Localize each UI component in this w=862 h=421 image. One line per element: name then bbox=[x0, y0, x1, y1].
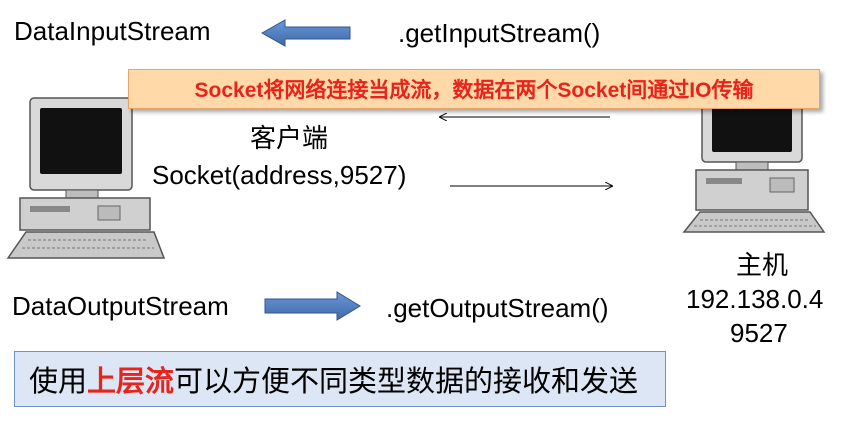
footer-highlight: 上层流 bbox=[87, 366, 175, 398]
footer-suffix: 可以方便不同类型数据的接收和发送 bbox=[174, 366, 639, 398]
client-computer-icon bbox=[6, 97, 166, 259]
get-input-stream-label: .getInputStream() bbox=[398, 18, 601, 48]
data-output-stream-label: DataOutputStream bbox=[12, 291, 229, 321]
server-computer-icon bbox=[682, 91, 826, 233]
client-title: 客户端 bbox=[250, 123, 329, 153]
get-output-stream-label: .getOutputStream() bbox=[386, 293, 609, 323]
footer-note: 使用上层流可以方便不同类型数据的接收和发送 bbox=[14, 351, 666, 407]
input-stream-arrow bbox=[260, 19, 351, 47]
data-input-stream-label: DataInputStream bbox=[14, 16, 211, 46]
server-port: 9527 bbox=[730, 318, 788, 348]
server-ip: 192.138.0.4 bbox=[686, 284, 824, 314]
socket-banner: Socket将网络连接当成流，数据在两个Socket间通过IO传输 bbox=[128, 69, 820, 109]
server-title: 主机 bbox=[736, 250, 789, 280]
footer-prefix: 使用 bbox=[29, 366, 88, 398]
socket-constructor-label: Socket(address,9527) bbox=[152, 160, 407, 190]
output-stream-arrow bbox=[264, 291, 361, 321]
